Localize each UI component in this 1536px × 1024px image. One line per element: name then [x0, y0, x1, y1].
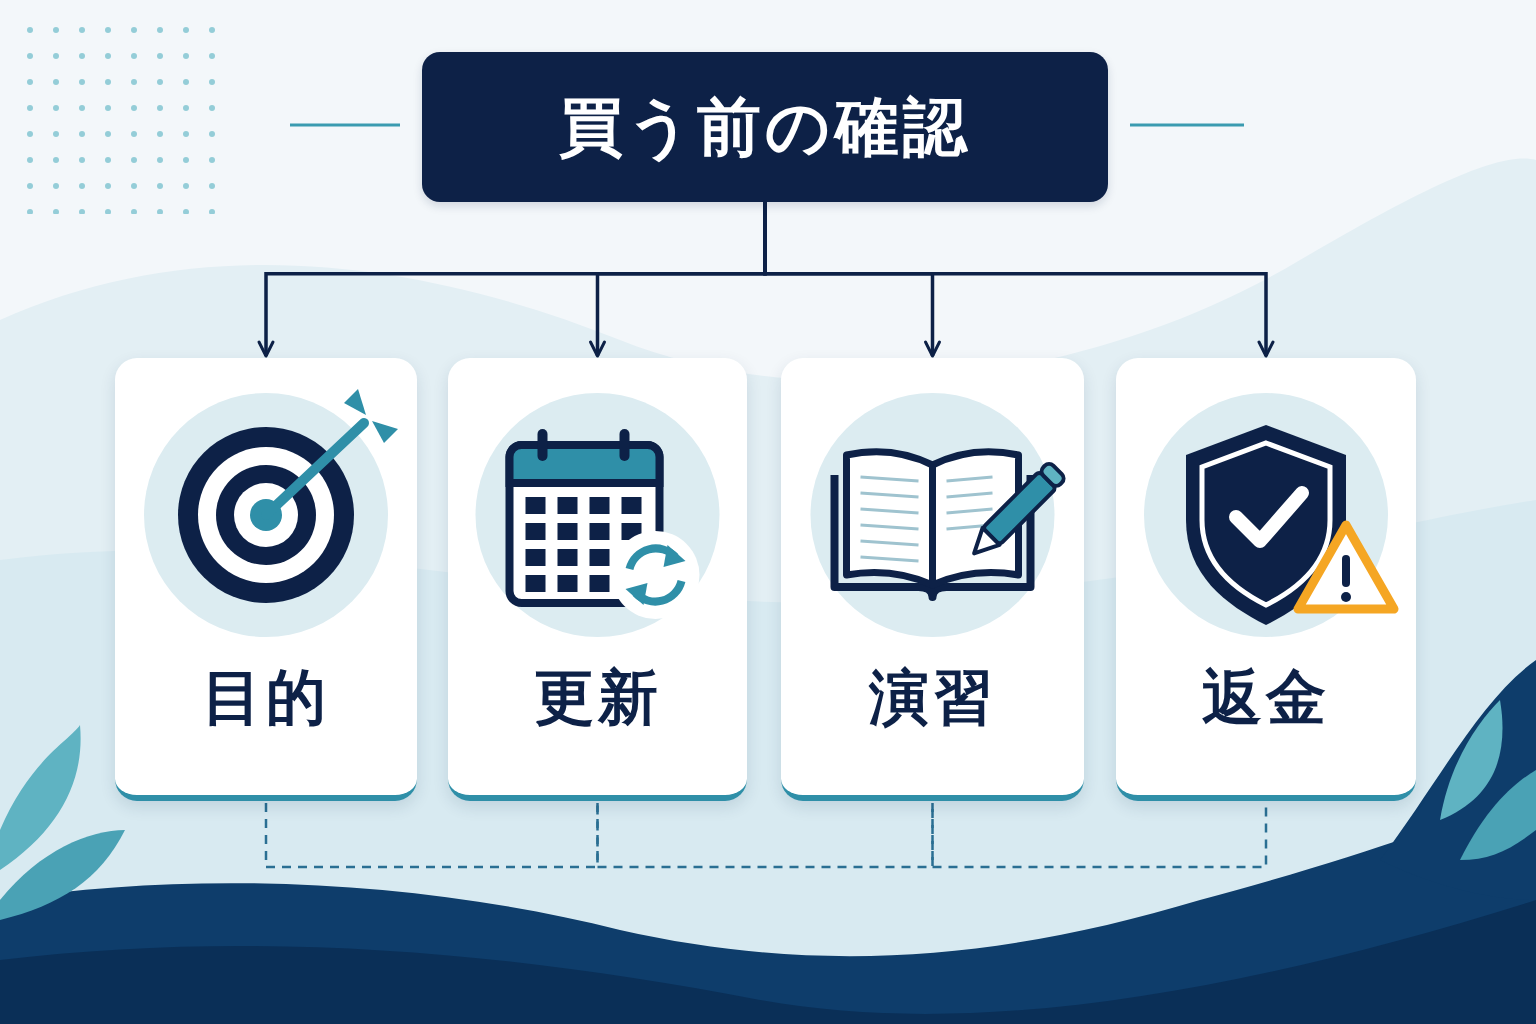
dashed-link — [598, 803, 933, 867]
title-rule — [1130, 124, 1244, 127]
dashed-link — [933, 803, 1267, 867]
card-label: 目的 — [115, 658, 417, 739]
dark-wave — [0, 790, 1536, 1024]
dot-grid — [14, 14, 224, 214]
card-label: 返金 — [1116, 658, 1416, 739]
leaf — [1440, 700, 1503, 820]
topic-card: 更新 — [448, 358, 747, 801]
topic-card: 返金 — [1116, 358, 1416, 801]
title-box: 買う前の確認 — [422, 52, 1108, 202]
dashed-link — [266, 803, 598, 867]
card-label: 演習 — [781, 658, 1084, 739]
title-rule — [290, 124, 400, 127]
card-label: 更新 — [448, 658, 747, 739]
branch-arrow — [598, 202, 766, 356]
branch-arrow — [765, 202, 1266, 356]
book-icon — [781, 358, 1084, 678]
topic-card: 目的 — [115, 358, 417, 801]
soft-wave — [0, 158, 1536, 1024]
leaf — [0, 830, 125, 920]
topic-card: 演習 — [781, 358, 1084, 801]
shield-icon — [1116, 358, 1416, 678]
dark-wave — [0, 900, 1536, 1024]
title-text: 買う前の確認 — [559, 84, 971, 171]
leaf — [1460, 770, 1536, 860]
branch-arrow — [765, 202, 933, 356]
target-icon — [115, 358, 417, 678]
branch-arrow — [266, 202, 765, 356]
calendar-icon — [448, 358, 747, 678]
